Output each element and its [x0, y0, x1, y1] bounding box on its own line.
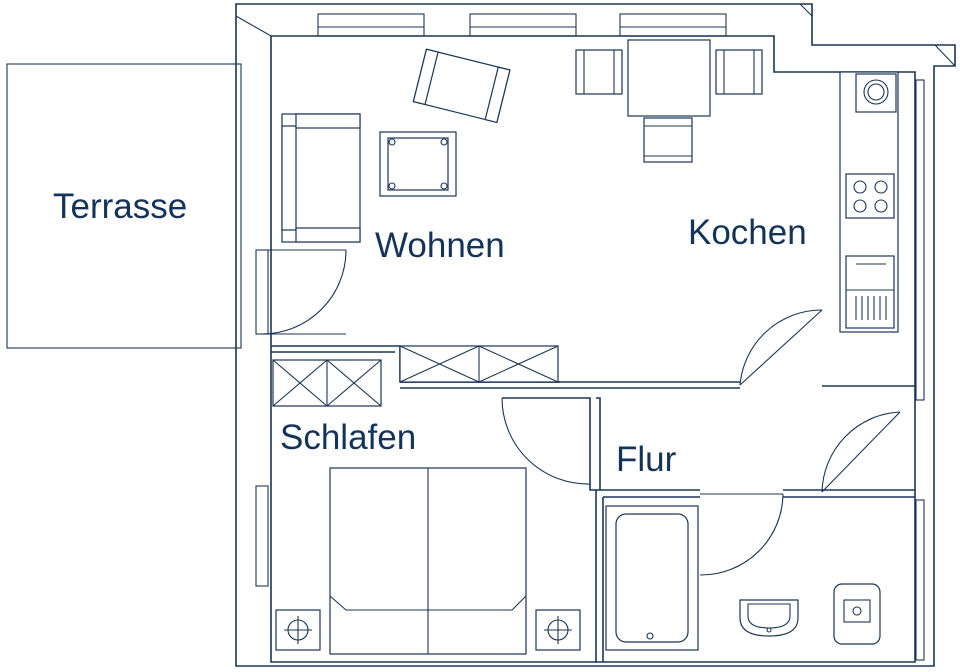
toilet	[833, 583, 881, 645]
dining-table	[575, 39, 763, 163]
room-label-schlafen: Schlafen	[280, 418, 416, 457]
room-label-flur: Flur	[616, 440, 677, 479]
kitchen-counter	[839, 71, 899, 333]
terrace-area	[6, 63, 242, 349]
nightstand-right	[535, 609, 581, 651]
washbasin	[739, 599, 799, 637]
outer-walls	[235, 3, 956, 667]
room-label-kochen: Kochen	[688, 213, 807, 252]
armchair	[412, 48, 511, 124]
room-label-wohnen: Wohnen	[375, 226, 505, 265]
room-label-terrasse: Terrasse	[53, 187, 187, 226]
wohnen-cabinet	[399, 345, 559, 383]
double-bed	[329, 467, 527, 655]
coffee-table	[379, 131, 457, 197]
doors	[255, 249, 901, 576]
sofa	[281, 113, 361, 243]
side-windows	[255, 79, 925, 661]
top-windows	[317, 13, 727, 37]
bathtub	[605, 505, 699, 651]
wardrobe	[272, 359, 382, 407]
nightstand-left	[275, 609, 321, 651]
